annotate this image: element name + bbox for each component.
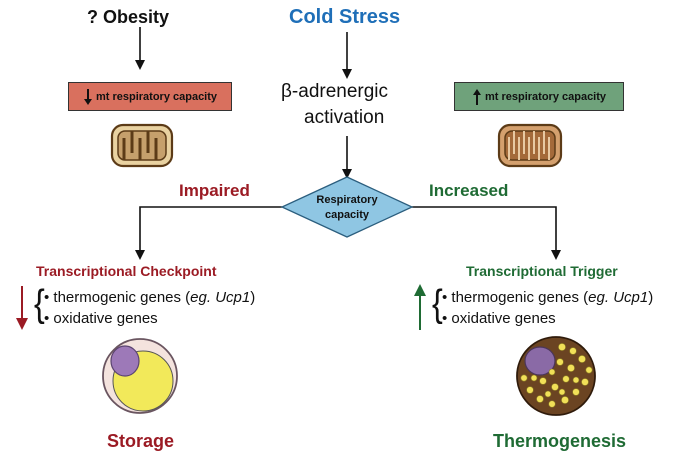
brown-adipocyte-icon [516, 336, 596, 416]
respiratory-capacity-diamond [280, 176, 414, 238]
right-gene-thermogenic: • thermogenic genes (eg. Ucp1) [442, 289, 654, 306]
right-gene-oxidative: • oxidative genes [442, 310, 556, 327]
diamond-line2: capacity [324, 209, 370, 221]
low-respiratory-capacity-box: mt respiratory capacity [68, 82, 232, 111]
transcriptional-checkpoint-title: Transcriptional Checkpoint [36, 263, 217, 279]
high-box-label: mt respiratory capacity [484, 90, 607, 103]
white-adipocyte-icon [102, 338, 178, 414]
mitochondrion-high-icon [497, 123, 563, 168]
activation-label: activation [304, 107, 385, 128]
left-brace: { [33, 283, 45, 325]
high-respiratory-capacity-box: mt respiratory capacity [454, 82, 624, 111]
beta-adrenergic-label: β-adrenergic [281, 81, 389, 102]
right-brace: { [431, 283, 443, 325]
left-gene-oxidative: • oxidative genes [44, 310, 158, 327]
cold-stress-label: Cold Stress [289, 6, 401, 28]
increased-label: Increased [429, 181, 509, 200]
thermogenesis-label: Thermogenesis [493, 431, 627, 451]
arrow-down-icon [83, 88, 92, 105]
impaired-label: Impaired [179, 181, 250, 200]
transcriptional-trigger-title: Transcriptional Trigger [466, 263, 618, 279]
left-gene-thermogenic: • thermogenic genes (eg. Ucp1) [44, 289, 256, 306]
storage-label: Storage [107, 431, 175, 451]
obesity-label: ? Obesity [87, 7, 170, 27]
increased-branch-arrow [412, 206, 561, 260]
diamond-line1: Respiratory [316, 194, 378, 206]
mitochondrion-low-icon [110, 123, 174, 168]
low-box-label: mt respiratory capacity [95, 90, 218, 103]
impaired-branch-arrow [135, 206, 282, 260]
arrow-up-icon [472, 88, 481, 105]
